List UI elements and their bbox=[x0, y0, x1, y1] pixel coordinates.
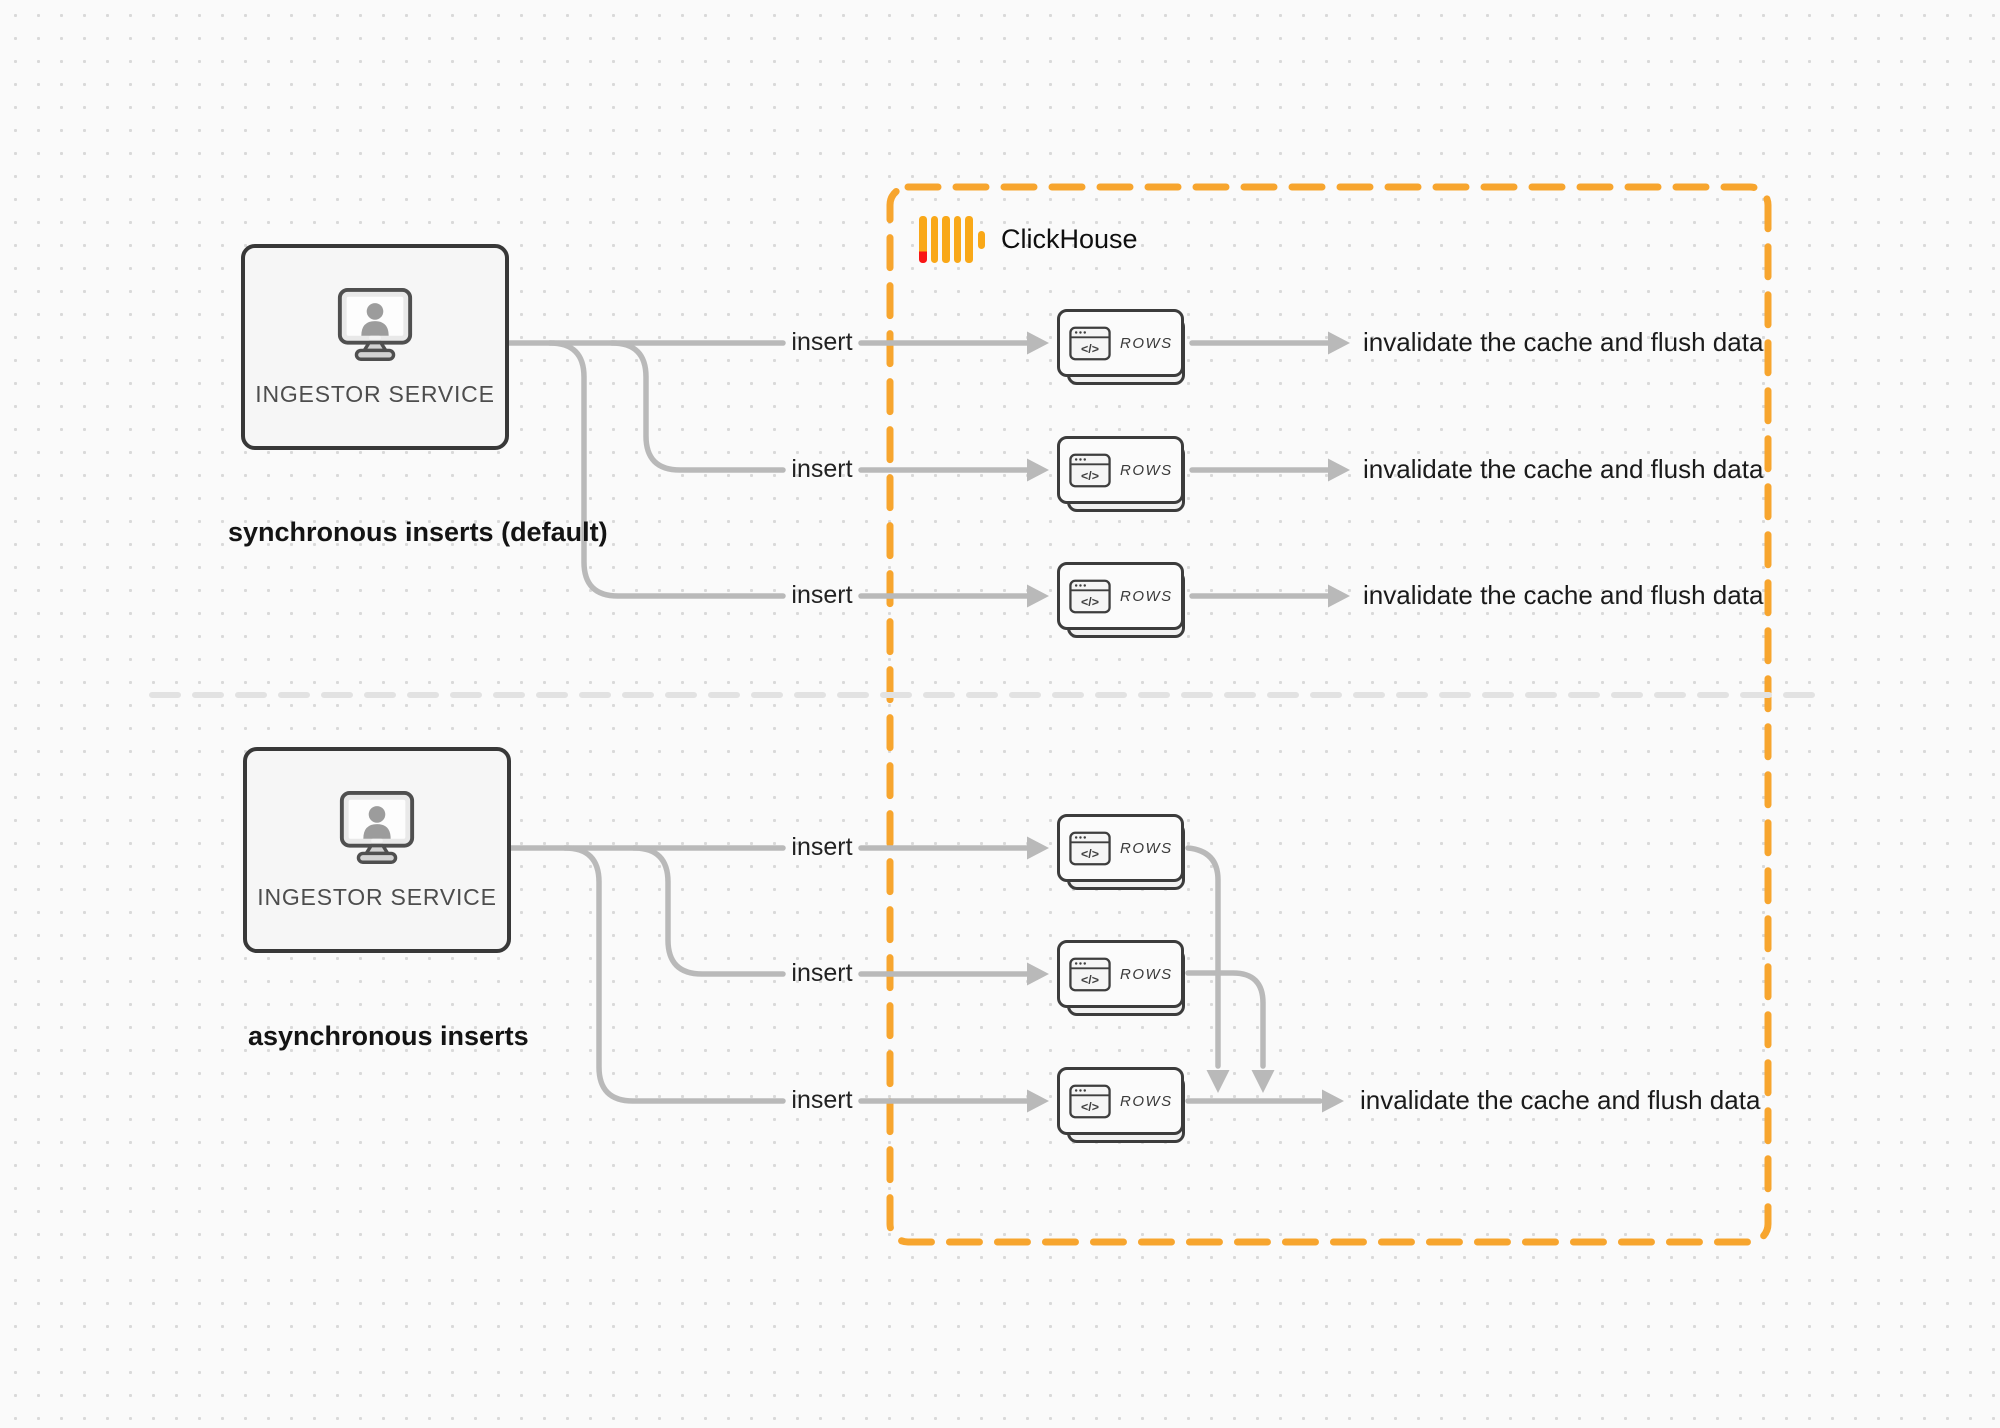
invalidate-label: invalidate the cache and flush data bbox=[1360, 1084, 1761, 1115]
insert-label: insert bbox=[791, 832, 853, 861]
rows-label: ROWS bbox=[1120, 587, 1173, 605]
async-out-arrowhead bbox=[1322, 1089, 1344, 1113]
sync-row2-arrowhead bbox=[1027, 458, 1049, 482]
rows-card: </> ROWS bbox=[1057, 814, 1185, 890]
svg-text:</>: </> bbox=[1081, 847, 1099, 861]
rows-card: </> ROWS bbox=[1057, 309, 1185, 385]
sync-row3-arrowhead bbox=[1027, 584, 1049, 608]
service-label: INGESTOR SERVICE bbox=[255, 380, 495, 407]
clickhouse-title: ClickHouse bbox=[1001, 224, 1138, 254]
ingestor-service-box-async: INGESTOR SERVICE bbox=[243, 747, 511, 953]
clickhouse-boundary-box bbox=[886, 183, 1772, 1246]
invalidate-label: invalidate the cache and flush data bbox=[1363, 579, 1764, 610]
code-window-icon: </> bbox=[1069, 957, 1111, 991]
insert-label: insert bbox=[791, 958, 853, 987]
sync-row1-arrowhead bbox=[1027, 331, 1049, 355]
sync-row1-out-arrowhead bbox=[1328, 331, 1350, 355]
insert-label: insert bbox=[791, 1085, 853, 1114]
invalidate-label: invalidate the cache and flush data bbox=[1363, 326, 1764, 357]
insert-label: insert bbox=[791, 454, 853, 483]
rows-label: ROWS bbox=[1120, 461, 1173, 479]
svg-text:</>: </> bbox=[1081, 342, 1099, 356]
async-card1-down-line bbox=[1185, 845, 1221, 1069]
clickhouse-bars-icon bbox=[919, 216, 985, 263]
rows-card: </> ROWS bbox=[1057, 562, 1185, 638]
rows-label: ROWS bbox=[1120, 1092, 1173, 1110]
monitor-user-icon bbox=[337, 287, 413, 361]
code-window-icon: </> bbox=[1069, 831, 1111, 865]
svg-text:</>: </> bbox=[1081, 1100, 1099, 1114]
code-window-icon: </> bbox=[1069, 1084, 1111, 1118]
async-card2-down-line bbox=[1185, 970, 1266, 1069]
async-card2-down-arrowhead bbox=[1251, 1070, 1275, 1093]
rows-card: </> ROWS bbox=[1057, 1067, 1185, 1143]
rows-card: </> ROWS bbox=[1057, 940, 1185, 1016]
caption-asynchronous: asynchronous inserts bbox=[248, 1021, 529, 1051]
rows-label: ROWS bbox=[1120, 839, 1173, 857]
sync-row2-out-arrowhead bbox=[1328, 458, 1350, 482]
async-row2-branch bbox=[631, 845, 786, 977]
async-row1-arrowhead bbox=[1027, 836, 1049, 860]
caption-synchronous: synchronous inserts (default) bbox=[228, 517, 608, 547]
async-row3-branch bbox=[562, 845, 786, 1104]
clickhouse-logo: ClickHouse bbox=[919, 216, 1138, 263]
sync-row3-out-arrowhead bbox=[1328, 584, 1350, 608]
insert-label: insert bbox=[791, 327, 853, 356]
code-window-icon: </> bbox=[1069, 326, 1111, 360]
svg-text:</>: </> bbox=[1081, 595, 1099, 609]
async-card1-down-arrowhead bbox=[1206, 1070, 1230, 1093]
rows-card: </> ROWS bbox=[1057, 436, 1185, 512]
service-label: INGESTOR SERVICE bbox=[257, 883, 497, 910]
invalidate-label: invalidate the cache and flush data bbox=[1363, 453, 1764, 484]
svg-text:</>: </> bbox=[1081, 469, 1099, 483]
rows-label: ROWS bbox=[1120, 334, 1173, 352]
code-window-icon: </> bbox=[1069, 579, 1111, 613]
sync-row3-branch bbox=[547, 340, 786, 599]
monitor-user-icon bbox=[339, 790, 415, 864]
async-row2-arrowhead bbox=[1027, 962, 1049, 986]
ingestor-service-box-sync: INGESTOR SERVICE bbox=[241, 244, 509, 450]
async-row3-arrowhead bbox=[1027, 1089, 1049, 1113]
rows-label: ROWS bbox=[1120, 965, 1173, 983]
sync-row2-branch bbox=[609, 340, 786, 473]
code-window-icon: </> bbox=[1069, 453, 1111, 487]
insert-label: insert bbox=[791, 580, 853, 609]
svg-text:</>: </> bbox=[1081, 973, 1099, 987]
